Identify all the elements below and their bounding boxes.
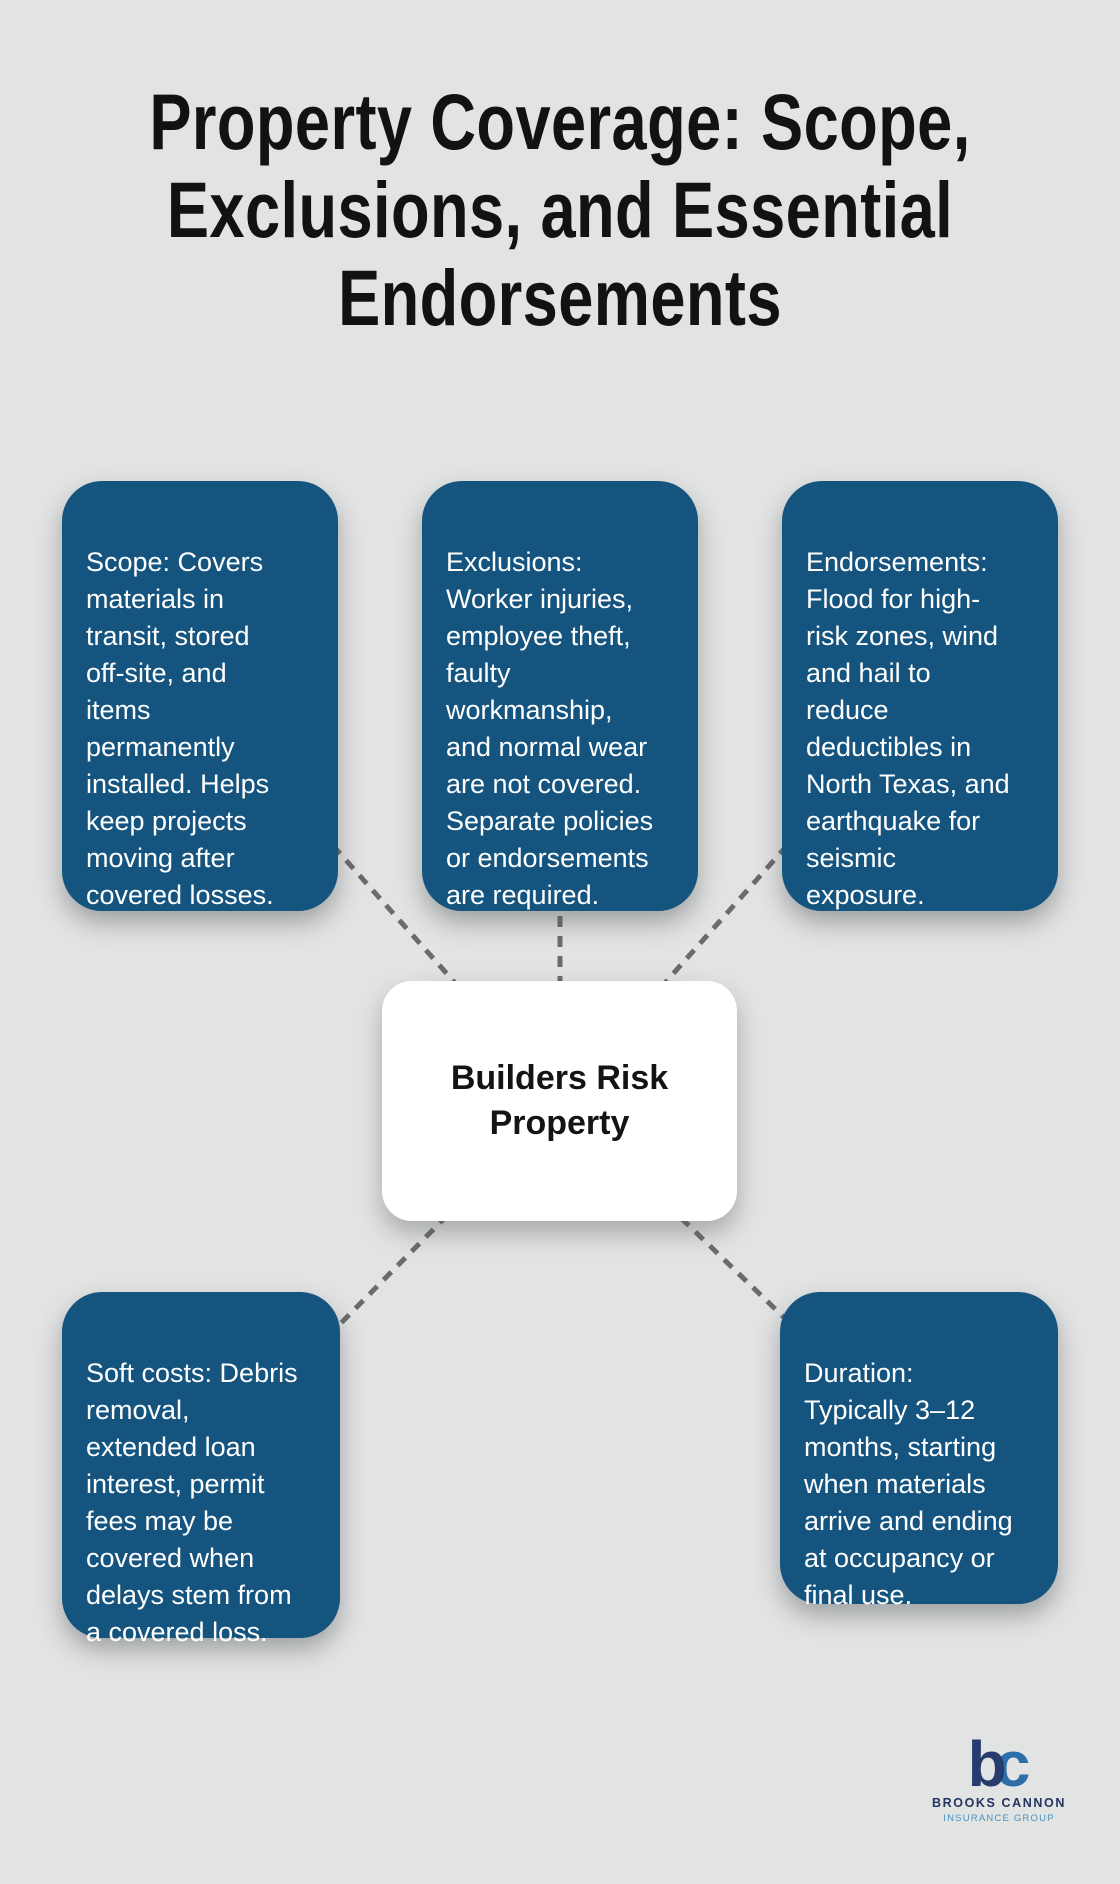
card-soft-costs-text: Soft costs: Debris removal, extended loa… — [86, 1358, 298, 1647]
card-endorsements: Endorsements: Flood for high- risk zones… — [782, 481, 1058, 911]
card-scope: Scope: Covers materials in transit, stor… — [62, 481, 338, 911]
center-node: Builders Risk Property — [382, 981, 737, 1221]
card-exclusions-text: Exclusions: Worker injuries, employee th… — [446, 547, 654, 910]
logo-name: BROOKS CANNON — [932, 1796, 1066, 1810]
logo-tagline: INSURANCE GROUP — [943, 1813, 1055, 1824]
card-duration-text: Duration: Typically 3–12 months, startin… — [804, 1358, 1013, 1610]
center-node-label: Builders Risk Property — [450, 1059, 669, 1142]
logo-monogram-c: c — [994, 1728, 1031, 1800]
brand-logo: bc BROOKS CANNON INSURANCE GROUP — [932, 1732, 1066, 1824]
card-soft-costs: Soft costs: Debris removal, extended loa… — [62, 1292, 340, 1647]
card-scope-text: Scope: Covers materials in transit, stor… — [86, 547, 274, 910]
logo-monogram-b: b — [967, 1728, 1007, 1800]
card-endorsements-text: Endorsements: Flood for high- risk zones… — [806, 547, 1010, 910]
card-duration: Duration: Typically 3–12 months, startin… — [780, 1292, 1058, 1610]
page-title: Property Coverage: Scope, Exclusions, an… — [149, 77, 971, 342]
card-exclusions: Exclusions: Worker injuries, employee th… — [422, 481, 698, 911]
logo-monogram: bc — [968, 1732, 1031, 1796]
